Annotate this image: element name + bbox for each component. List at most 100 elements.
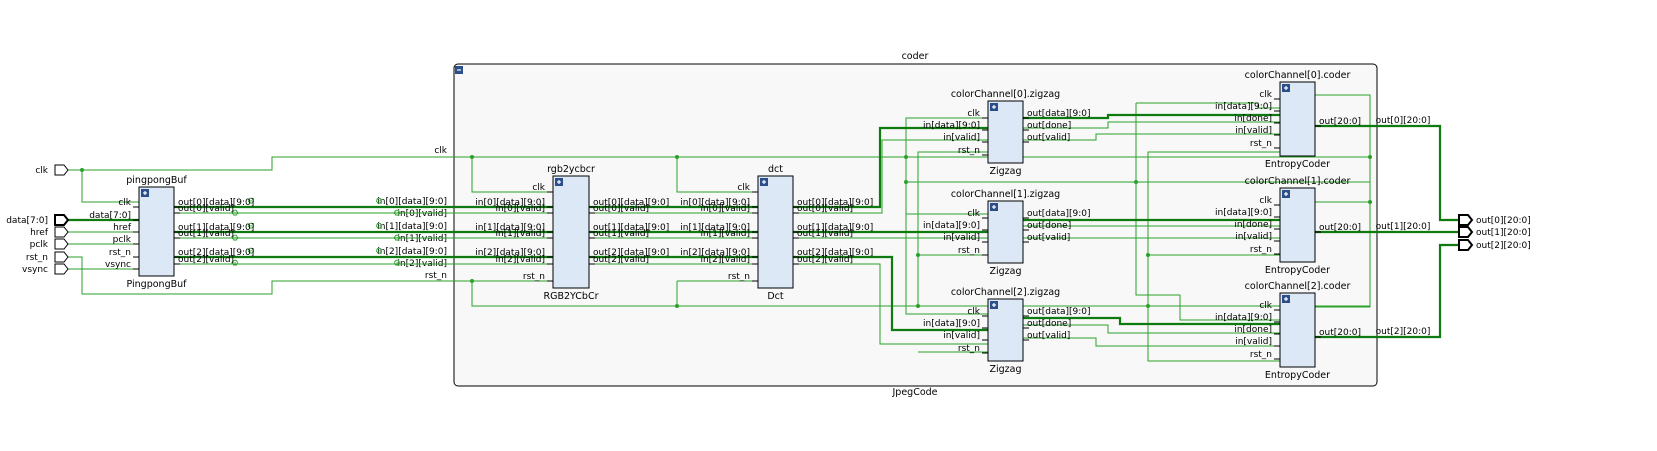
in-pin-clk: clk: [967, 109, 980, 119]
plus-square-icon[interactable]: [990, 301, 998, 309]
out-pin-out-done: out[done]: [1027, 221, 1071, 231]
module-name: PingpongBuf: [127, 279, 188, 290]
output-port-icon: [1458, 214, 1474, 226]
in-pin-rst-n: rst_n: [1250, 245, 1272, 255]
coder-pin-in2-data: in[2][data][9:0]: [377, 247, 447, 257]
out-pin-out-20-0: out[20:0]: [1319, 328, 1361, 338]
svg-text:⚙: ⚙: [393, 209, 401, 219]
out-pin-out-valid: out[valid]: [1027, 133, 1070, 143]
plus-square-icon[interactable]: [141, 189, 149, 197]
out-pin-out-0-data-9-0: out[0][data][9:0]: [797, 198, 873, 208]
port-out2[interactable]: out[2][20:0]: [1458, 239, 1531, 251]
svg-text:⚙: ⚙: [375, 222, 383, 232]
coder-instance-name: coder: [902, 51, 929, 62]
block-entropy-coder-2[interactable]: colorChannel[2].coderEntropyCoderclkin[d…: [1215, 281, 1361, 381]
coder-pin-in1-valid: in[1][valid]: [397, 234, 447, 244]
instance-name: colorChannel[2].coder: [1245, 281, 1351, 292]
in-pin-in-2-data-9-0: in[2][data][9:0]: [680, 248, 750, 258]
plus-square-icon[interactable]: [990, 203, 998, 211]
out-pin-out-0-valid: out[0][valid]: [178, 204, 234, 214]
coder-module-name: JpegCode: [891, 387, 937, 398]
coder-out2-net: out[2][20:0]: [1376, 327, 1431, 337]
plus-square-icon[interactable]: [555, 178, 563, 186]
block-zigzag-0[interactable]: colorChannel[0].zigzagZigzagclkin[data][…: [923, 89, 1091, 177]
instance-name: colorChannel[1].zigzag: [951, 189, 1060, 200]
in-pin-rst-n: rst_n: [523, 272, 545, 282]
block-entropy-coder-1[interactable]: colorChannel[1].coderEntropyCoderclkin[d…: [1215, 176, 1361, 276]
block-body[interactable]: [987, 100, 1024, 164]
in-pin-clk: clk: [1259, 301, 1272, 311]
port-label-data: data[7:0]: [6, 216, 48, 226]
plus-square-icon[interactable]: [760, 178, 768, 186]
out-pin-out-1-data-9-0: out[1][data][9:0]: [593, 223, 669, 233]
coder-out1-net: out[1][20:0]: [1376, 222, 1431, 232]
instance-name: pingpongBuf: [126, 175, 187, 186]
out-pin-out-2-data-9-0: out[2][data][9:0]: [797, 248, 873, 258]
plus-square-icon[interactable]: [1282, 295, 1290, 303]
plus-square-icon[interactable]: [1282, 84, 1290, 92]
port-label-out1: out[1][20:0]: [1476, 228, 1531, 238]
input-port-icon: [54, 164, 69, 176]
out-pin-out-0-data-9-0: out[0][data][9:0]: [178, 198, 254, 208]
input-port-icon: [54, 251, 69, 263]
block-zigzag-1[interactable]: colorChannel[1].zigzagZigzagclkin[data][…: [923, 189, 1091, 277]
port-data[interactable]: data[7:0]: [6, 214, 70, 226]
out-pin-out-valid: out[valid]: [1027, 331, 1070, 341]
coder-out0-net: out[0][20:0]: [1376, 116, 1431, 126]
in-pin-in-0-data-9-0: in[0][data][9:0]: [680, 198, 750, 208]
in-pin-in-0-valid: in[0][valid]: [495, 204, 545, 214]
block-body[interactable]: [987, 200, 1024, 264]
block-body[interactable]: [1279, 292, 1316, 368]
block-zigzag-2[interactable]: colorChannel[2].zigzagZigzagclkin[data][…: [923, 287, 1091, 375]
minus-square-icon[interactable]: [455, 66, 463, 74]
block-body[interactable]: [987, 298, 1024, 362]
block-rgb2ycbcr[interactable]: rgb2ycbcrRGB2YCbCrclkin[0][data][9:0]in[…: [475, 164, 669, 302]
out-pin-out-2-valid: out[2][valid]: [178, 255, 234, 265]
in-pin-in-valid: in[valid]: [943, 233, 980, 243]
in-pin-in-data-9-0: in[data][9:0]: [1215, 313, 1272, 323]
port-rst-n[interactable]: rst_n: [26, 251, 69, 263]
instance-name: colorChannel[1].coder: [1245, 176, 1351, 187]
out-pin-out-0-valid: out[0][valid]: [593, 204, 649, 214]
svg-text:⚙: ⚙: [231, 209, 239, 219]
block-body[interactable]: [138, 186, 175, 277]
port-label-out2: out[2][20:0]: [1476, 241, 1531, 251]
in-pin-in-data-9-0: in[data][9:0]: [923, 319, 980, 329]
module-name: Zigzag: [989, 166, 1021, 177]
in-pin-in-data-9-0: in[data][9:0]: [1215, 208, 1272, 218]
out-pin-out-1-valid: out[1][valid]: [593, 229, 649, 239]
in-pin-in-2-data-9-0: in[2][data][9:0]: [475, 248, 545, 258]
plus-square-icon[interactable]: [990, 103, 998, 111]
port-out1[interactable]: out[1][20:0]: [1458, 226, 1531, 238]
port-vsync[interactable]: vsync: [22, 263, 69, 275]
in-pin-rst-n: rst_n: [1250, 350, 1272, 360]
block-body[interactable]: [1279, 81, 1316, 157]
in-pin-in-data-9-0: in[data][9:0]: [923, 121, 980, 131]
in-pin-in-done: in[done]: [1234, 325, 1272, 335]
in-pin-rst-n: rst_n: [109, 248, 131, 258]
block-body[interactable]: [552, 175, 590, 289]
port-href[interactable]: href: [30, 226, 69, 238]
in-pin-in-valid: in[valid]: [943, 331, 980, 341]
top-input-ports: clk data[7:0] href pclk rst_n vsync: [6, 164, 70, 275]
svg-text:⚙: ⚙: [231, 234, 239, 244]
port-label-vsync: vsync: [22, 265, 48, 275]
block-body[interactable]: [1279, 187, 1316, 263]
port-out0[interactable]: out[0][20:0]: [1458, 214, 1531, 226]
in-pin-in-data-9-0: in[data][9:0]: [1215, 102, 1272, 112]
svg-text:⚙: ⚙: [247, 222, 255, 232]
block-pingpongbuf[interactable]: pingpongBufPingpongBufclkdata[7:0]hrefpc…: [89, 175, 254, 290]
in-pin-in-done: in[done]: [1234, 114, 1272, 124]
in-pin-in-valid: in[valid]: [1235, 232, 1272, 242]
bus-markers: ⚙ ⚙ ⚙ ⚙ ⚙ ⚙ ⚙ ⚙ ⚙ ⚙ ⚙ ⚙: [231, 197, 401, 269]
input-port-icon: [54, 238, 69, 250]
block-body[interactable]: [757, 175, 794, 289]
block-dct[interactable]: dctDctclkin[0][data][9:0]in[0][valid]in[…: [680, 164, 873, 302]
out-pin-out-2-data-9-0: out[2][data][9:0]: [593, 248, 669, 258]
in-pin-clk: clk: [532, 183, 545, 193]
block-entropy-coder-0[interactable]: colorChannel[0].coderEntropyCoderclkin[d…: [1215, 70, 1361, 170]
out-pin-out-done: out[done]: [1027, 121, 1071, 131]
port-pclk[interactable]: pclk: [30, 238, 69, 250]
port-clk[interactable]: clk: [35, 164, 69, 176]
plus-square-icon[interactable]: [1282, 190, 1290, 198]
